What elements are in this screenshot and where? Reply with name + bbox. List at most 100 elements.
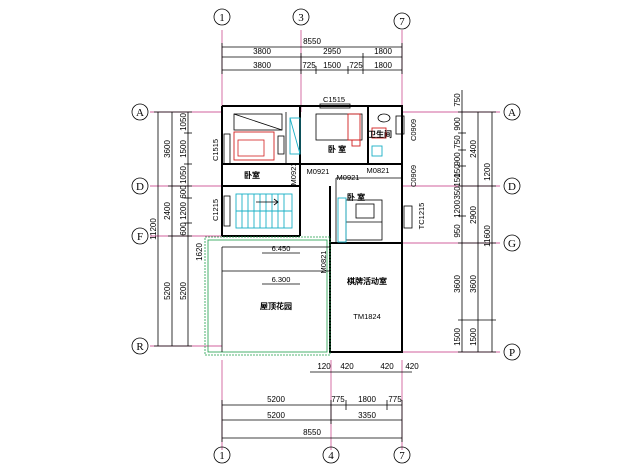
bottom-dim-r2-b: 3350 — [358, 411, 376, 420]
svg-text:D: D — [136, 181, 144, 193]
left-dim-c2-h: 5200 — [179, 282, 188, 300]
svg-text:6.450: 6.450 — [272, 244, 291, 253]
svg-text:7: 7 — [399, 16, 405, 28]
wardrobe-center — [337, 197, 347, 243]
code-c0909-a: C0909 — [409, 119, 418, 141]
axis-bubble-right-d: D — [503, 177, 521, 195]
code-c1515-vertical: C1515 — [211, 139, 220, 161]
top-dimensions: 8550 3800 2950 1800 3800 725 1500 725 18… — [221, 37, 403, 74]
code-m0821-b: M0821 — [319, 251, 328, 274]
right-dim-c1-k: 1500 — [453, 328, 462, 346]
bottom-dim-r0-c: 420 — [380, 362, 394, 371]
bottom-dim-total: 8550 — [303, 428, 321, 437]
room-label-bathroom: 卫生间 — [368, 129, 392, 139]
bottom-dimensions: 120 420 420 420 5200 775 1800 775 5200 3… — [221, 362, 419, 442]
right-dim-c1-g: 350 — [453, 186, 462, 200]
left-dim-c2-c: 1050 — [179, 166, 188, 184]
left-dim-c2-d: 600 — [179, 185, 188, 199]
bottom-dim-r1-d: 775 — [388, 395, 402, 404]
top-dim-r1-c: 1800 — [374, 47, 392, 56]
room-label-terrace: 屋顶花园 — [260, 301, 292, 311]
left-dim-c1-a: 3600 — [163, 140, 172, 158]
window-markers — [223, 103, 413, 229]
code-c0909-b: C0909 — [409, 165, 418, 187]
svg-text:1: 1 — [219, 12, 225, 24]
left-dim-c2-g: 1620 — [195, 243, 204, 261]
staircase — [235, 193, 293, 229]
left-dimensions: 11200 3600 2400 5200 1050 1500 1050 600 … — [149, 111, 204, 347]
svg-text:A: A — [508, 107, 516, 119]
top-dim-r2-e: 1800 — [374, 61, 392, 70]
code-c1515: C1515 — [323, 95, 345, 104]
axis-bubble-right-g: G — [503, 234, 521, 252]
axis-bubble-top-7: 7 — [393, 12, 411, 30]
axis-bubble-right-a: A — [503, 103, 521, 121]
room-label-activity: 棋牌活动室 — [346, 276, 387, 286]
code-m0821-a: M0821 — [367, 166, 390, 175]
bed-center — [345, 199, 383, 241]
code-c1215: C1215 — [211, 199, 220, 221]
wardrobe-right — [289, 117, 301, 155]
bottom-dim-r1-c: 1800 — [358, 395, 376, 404]
svg-text:3: 3 — [298, 12, 304, 24]
axis-bubble-bottom-7: 7 — [393, 446, 411, 464]
axis-bubble-bottom-4: 4 — [322, 446, 340, 464]
room-label-bedroom-center: 卧 室 — [347, 192, 365, 202]
bottom-dim-r0-a: 120 — [317, 362, 331, 371]
svg-text:R: R — [136, 341, 144, 353]
bed-left — [233, 131, 285, 161]
axis-bubble-top-3: 3 — [292, 8, 310, 26]
code-m0921-a: M0921 — [289, 163, 298, 186]
left-dim-outer: 11200 — [149, 218, 158, 240]
bottom-dim-r1-a: 5200 — [267, 395, 285, 404]
terrace-parapet — [204, 236, 331, 356]
right-dim-c1-c: 750 — [453, 135, 462, 149]
svg-text:F: F — [137, 231, 143, 243]
room-label-bedroom-right: 卧 室 — [328, 144, 346, 154]
top-dim-r2-d: 725 — [349, 61, 363, 70]
axis-bubble-left-r: R — [131, 337, 149, 355]
room-label-bedroom-left: 卧室 — [244, 170, 260, 180]
top-dim-total: 8550 — [303, 37, 321, 46]
right-dim-c3-a: 1200 — [483, 163, 492, 181]
svg-text:A: A — [136, 107, 144, 119]
bottom-dim-r1-b: 775 — [331, 395, 345, 404]
axis-bubble-left-a: A — [131, 103, 149, 121]
bottom-dim-r0-d: 420 — [405, 362, 419, 371]
left-dim-c1-b: 2400 — [163, 202, 172, 220]
right-dim-c1-d: 900 — [453, 152, 462, 166]
left-dim-c2-f: 600 — [179, 222, 188, 236]
level-mark-upper: 6.450 — [262, 244, 300, 254]
top-dim-r2-a: 3800 — [253, 61, 271, 70]
axis-bubble-top-1: 1 — [213, 8, 231, 26]
right-dimensions: 750 900 750 900 150 150 350 1200 950 360… — [453, 90, 496, 353]
bed-right — [315, 113, 363, 147]
right-dim-c2-b: 2900 — [469, 206, 478, 224]
wardrobe-left — [233, 113, 283, 131]
building-walls — [221, 105, 403, 353]
code-m0921-b: M0921 — [307, 167, 330, 176]
right-dim-c1-h: 1200 — [453, 200, 462, 218]
right-dim-c1-i: 950 — [453, 224, 462, 238]
right-dim-c1-b: 900 — [453, 117, 462, 131]
right-dim-c1-j: 3600 — [453, 275, 462, 293]
axis-bubble-right-p: P — [503, 343, 521, 361]
right-dim-c2-c: 3600 — [469, 275, 478, 293]
axis-bubble-left-f: F — [131, 227, 149, 245]
right-dim-c1-e: 150 — [453, 164, 462, 178]
svg-text:6.300: 6.300 — [272, 275, 291, 284]
right-dim-c3-b: 11600 — [483, 225, 492, 247]
bottom-dim-r2-a: 5200 — [267, 411, 285, 420]
svg-text:G: G — [508, 238, 516, 250]
left-dim-c2-e: 1200 — [179, 202, 188, 220]
svg-text:4: 4 — [328, 450, 334, 462]
axis-bubble-left-d: D — [131, 177, 149, 195]
svg-text:P: P — [509, 347, 515, 359]
left-dim-c1-c: 5200 — [163, 282, 172, 300]
right-dim-c2-d: 1500 — [469, 328, 478, 346]
svg-text:1: 1 — [219, 450, 225, 462]
top-dim-r1-b: 2950 — [323, 47, 341, 56]
right-dim-c2-a: 2400 — [469, 140, 478, 158]
